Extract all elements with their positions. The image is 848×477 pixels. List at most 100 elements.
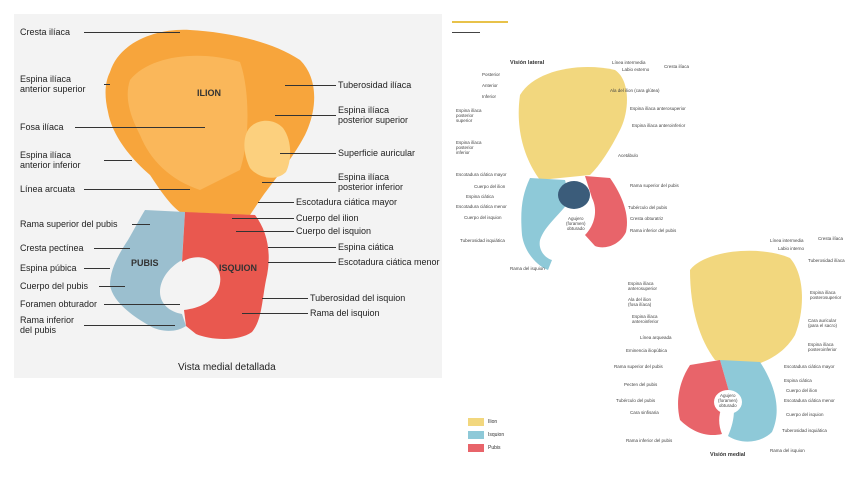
lateral-label-left-2: Inferior <box>482 94 497 99</box>
lateral-label-right-5: Espina ilíaca anteroinferior <box>632 123 686 128</box>
lateral-label-right-7: Rama superior del pubis <box>630 183 679 188</box>
lateral-label-right-3: Ala del ilion (cara glútea) <box>610 88 660 93</box>
right-leader-2 <box>280 153 336 154</box>
right-leader-8 <box>268 262 336 263</box>
right-leader-0 <box>285 85 336 86</box>
right-label-4: Escotadura ciática mayor <box>296 197 398 207</box>
pubis-label: PUBIS <box>131 258 159 268</box>
right-leader-5 <box>232 218 294 219</box>
right-label-5: Cuerpo del ilion <box>296 213 359 223</box>
lateral-label-left-11: Rama del isquion <box>510 266 545 271</box>
left-label-0: Cresta ilíaca <box>20 27 71 37</box>
right-leader-6 <box>236 231 294 232</box>
right-label-7: Espina ciática <box>338 242 394 252</box>
right-leader-3 <box>262 182 336 183</box>
left-label-2: Fosa ilíaca <box>20 122 64 132</box>
isquion-region <box>182 212 269 339</box>
lateral-label-right-4: Espina ilíaca anterosuperior <box>630 106 686 111</box>
left-leader-6 <box>94 248 130 249</box>
lateral-label-right-8: Tubérculo del pubis <box>628 205 668 210</box>
left-label-6: Cresta pectínea <box>20 243 84 253</box>
right-leader-9 <box>262 298 308 299</box>
pubis-region <box>110 210 186 331</box>
medial-label-right-13: Rama del isquion <box>770 448 805 453</box>
lateral-label-left-6: Cuerpo del ilion <box>474 184 506 189</box>
legend-swatch-isquion <box>468 431 484 439</box>
left-leader-8 <box>98 286 125 287</box>
legend-label-pubis: Pubis <box>488 445 501 451</box>
right-label-2: Superficie auricular <box>338 148 416 158</box>
left-leader-9 <box>103 304 180 305</box>
legend-swatch-pubis <box>468 444 484 452</box>
medial-label-right-9: Cuerpo del ilion <box>786 388 818 393</box>
auricular-surface <box>244 120 291 178</box>
medial-label-right-12: Tuberosidad isquiática <box>782 428 827 433</box>
lateral-label-right-0: Línea intermedia <box>612 60 646 65</box>
left-leader-0 <box>84 32 180 33</box>
medial-label-right-2: Cresta ilíaca <box>818 236 844 241</box>
lateral-label-right-2: Cresta ilíaca <box>664 64 690 69</box>
accent-line-dark <box>452 32 480 33</box>
legend-swatch-ilion <box>468 418 484 426</box>
left-label-7: Espina púbica <box>20 263 77 273</box>
right-label-10: Rama del isquion <box>310 308 380 318</box>
foramen-label-lateral: Agujero(foramen)obturado <box>566 216 586 231</box>
lateral-label-right-6: Acetábulo <box>618 153 639 158</box>
medial-label-left-7: Tubérculo del pubis <box>616 398 656 403</box>
medial-label-left-8: Cara sinfisaria <box>630 410 659 415</box>
lateral-view-title: Visión lateral <box>510 60 545 66</box>
medial-view-title: Visión medial <box>710 452 746 458</box>
lateral-label-left-8: Escotadura ciática menor <box>456 204 507 209</box>
medial-label-left-6: Pecten del pubis <box>624 382 658 387</box>
legend-label-ilion: Ilion <box>488 419 498 425</box>
medial-label-right-5: Cara auricular(para el sacro) <box>808 318 838 328</box>
right-leader-7 <box>268 247 336 248</box>
medial-label-right-3: Tuberosidad ilíaca <box>808 258 845 263</box>
lateral-label-left-10: Tuberosidad isquiática <box>460 238 505 243</box>
right-leader-4 <box>258 202 294 203</box>
medial-label-left-4: Eminencia iliopúbica <box>626 348 668 353</box>
legend-label-isquion: Isquion <box>488 432 505 438</box>
lateral-label-left-5: Escotadura ciática mayor <box>456 172 507 177</box>
lateral-label-left-9: Cuerpo del isquion <box>464 215 502 220</box>
medial-label-left-5: Rama superior del pubis <box>614 364 663 369</box>
medial-label-right-8: Espina ciática <box>784 378 812 383</box>
right-label-6: Cuerpo del isquion <box>296 226 372 236</box>
right-leader-1 <box>275 115 336 116</box>
lateral-label-left-1: Anterior <box>482 83 498 88</box>
right-leader-10 <box>242 313 308 314</box>
left-leader-3 <box>103 160 132 161</box>
medial-label-right-10: Escotadura ciática menor <box>784 398 835 403</box>
medial-label-left-1: Ala del ilion(fosa ilíaca) <box>628 297 652 307</box>
left-label-9: Foramen obturador <box>20 299 98 309</box>
medial-label-right-11: Cuerpo del isquion <box>786 412 824 417</box>
right-label-9: Tuberosidad del isquion <box>310 293 406 303</box>
medial-label-left-3: Línea arqueada <box>640 335 672 340</box>
left-leader-10 <box>84 325 175 326</box>
medial-label-left-9: Rama inferior del pubis <box>626 438 673 443</box>
left-leader-4 <box>84 189 190 190</box>
lateral-label-right-9: Cresta obturatriz <box>630 216 664 221</box>
lateral-label-left-0: Posterior <box>482 72 501 77</box>
left-leader-5 <box>132 224 150 225</box>
left-label-4: Línea arcuata <box>20 184 76 194</box>
left-label-8: Cuerpo del pubis <box>20 281 89 291</box>
left-label-5: Rama superior del pubis <box>20 219 118 229</box>
foramen-label-medial: Agujero(foramen)obturado <box>718 393 738 408</box>
medial-label-right-1: Labio interno <box>778 246 805 251</box>
left-leader-2 <box>74 127 205 128</box>
lateral-label-left-7: Espina ciática <box>466 194 494 199</box>
medial-label-right-0: Línea intermedia <box>770 238 804 243</box>
